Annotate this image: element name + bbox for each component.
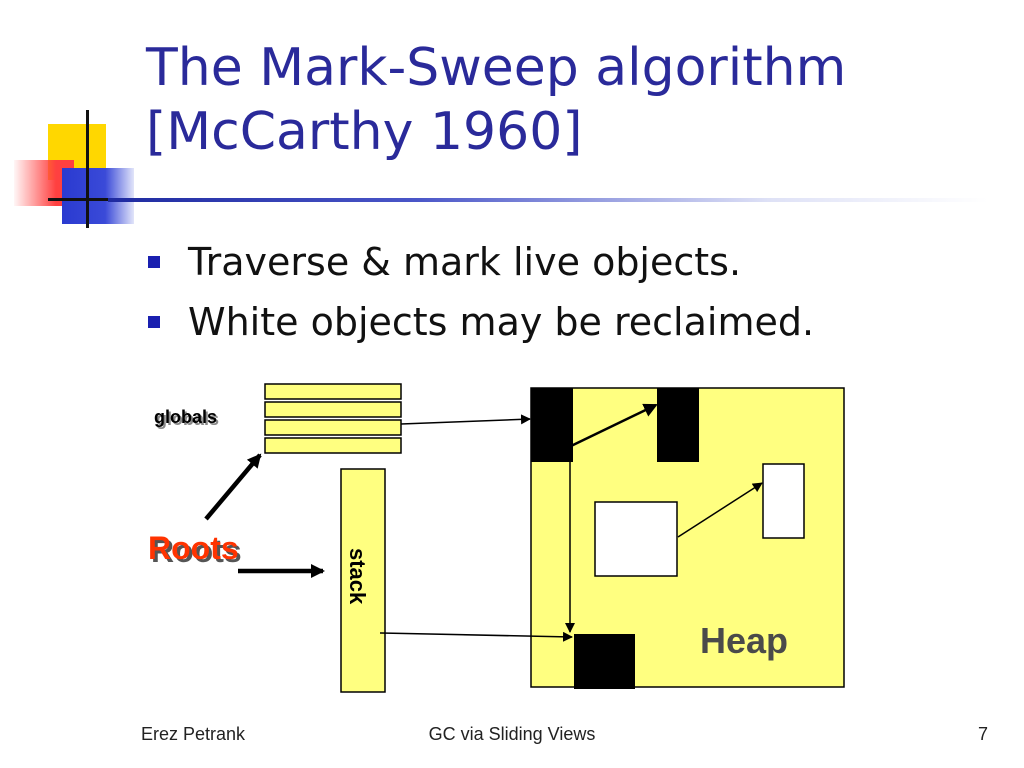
title-line-2: [McCarthy 1960]	[146, 102, 583, 162]
bullet-square-icon	[148, 316, 160, 328]
arrow-roots-to-globals	[204, 453, 262, 521]
footer-author: Erez Petrank	[141, 724, 246, 744]
decor-blue-square	[62, 168, 134, 224]
globals-slot	[264, 401, 402, 418]
globals-label: globals	[154, 407, 217, 427]
decor-horizontal-line	[48, 198, 124, 201]
bullet-text: Traverse & mark live objects.	[188, 240, 742, 284]
slide-title: The Mark-Sweep algorithm [McCarthy 1960]	[146, 36, 986, 164]
title-underline	[108, 198, 988, 202]
globals-label-shadow: globals	[156, 409, 219, 429]
globals-slot	[264, 383, 402, 400]
heap-object-unmarked	[594, 501, 678, 577]
roots-label-shadow: Roots	[151, 533, 242, 569]
heap-object-marked	[531, 388, 573, 462]
bullet-item: White objects may be reclaimed.	[148, 294, 814, 354]
bullet-list: Traverse & mark live objects. White obje…	[148, 234, 814, 354]
arrow-object-to-object	[570, 403, 658, 448]
stack-label: stack	[345, 548, 370, 605]
heap-object-marked	[657, 388, 699, 462]
footer-page-number: 7	[978, 724, 989, 744]
globals-slot	[264, 419, 402, 436]
decor-vertical-line	[86, 110, 89, 228]
heap-object-unmarked	[762, 463, 805, 539]
bullet-square-icon	[148, 256, 160, 268]
footer-title: GC via Sliding Views	[428, 724, 596, 744]
heap-object-marked	[574, 634, 635, 689]
bullet-text: White objects may be reclaimed.	[188, 300, 815, 344]
stack-block	[340, 468, 386, 693]
heap-label: Heap	[700, 620, 788, 661]
arrow-stack-to-heap	[379, 631, 573, 642]
bullet-item: Traverse & mark live objects.	[148, 234, 814, 294]
globals-slot	[264, 437, 402, 454]
title-line-1: The Mark-Sweep algorithm	[146, 38, 847, 98]
roots-label: Roots	[148, 530, 239, 566]
globals-block	[264, 383, 402, 454]
arrow-globals-to-heap	[400, 414, 531, 425]
arrow-unmarked-to-unmarked	[677, 482, 763, 538]
